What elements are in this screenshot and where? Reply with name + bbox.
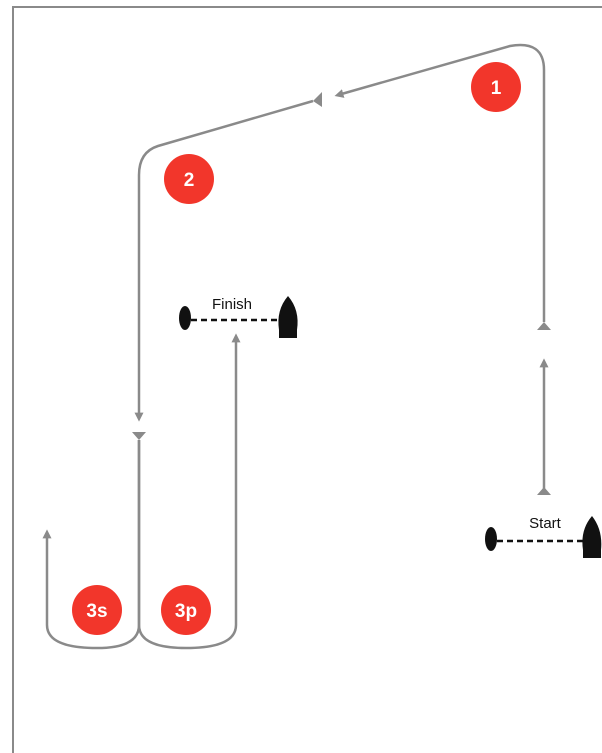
mark-3s: 3s: [72, 585, 122, 635]
finish-label: Finish: [212, 296, 252, 313]
finish-line: Finish: [179, 296, 298, 338]
mark-1-label: 1: [491, 78, 502, 99]
leg-round-mark-1: [334, 43, 546, 322]
leg-round-mark-2: [134, 99, 314, 422]
mark-2: 2: [164, 154, 214, 204]
mark-2-label: 2: [184, 170, 195, 191]
start-label: Start: [529, 515, 562, 532]
mark-2-circle: [164, 154, 214, 204]
mark-3s-label: 3s: [86, 601, 107, 622]
mark-3p: 3p: [161, 585, 211, 635]
finish-committee-boat: [278, 296, 298, 338]
leg-gate-3p-loop: [137, 333, 241, 650]
gate-tick-triangle-right: [537, 322, 551, 330]
mid-tick-triangle: [313, 92, 322, 107]
mark-3p-label: 3p: [175, 601, 197, 622]
finish-pin-buoy: [179, 306, 191, 330]
course-frame: [12, 6, 602, 753]
leg-gate-3s-loop: [42, 440, 141, 650]
mark-1-circle: [471, 62, 521, 112]
start-line: Start: [485, 515, 602, 558]
start-pin-buoy: [485, 527, 497, 551]
mark-3p-circle: [161, 585, 211, 635]
mark-1: 1: [471, 62, 521, 112]
gate-tick-triangle-left: [132, 432, 146, 440]
start-committee-boat: [582, 516, 602, 558]
start-tick-triangle: [537, 487, 551, 495]
mark-3s-circle: [72, 585, 122, 635]
